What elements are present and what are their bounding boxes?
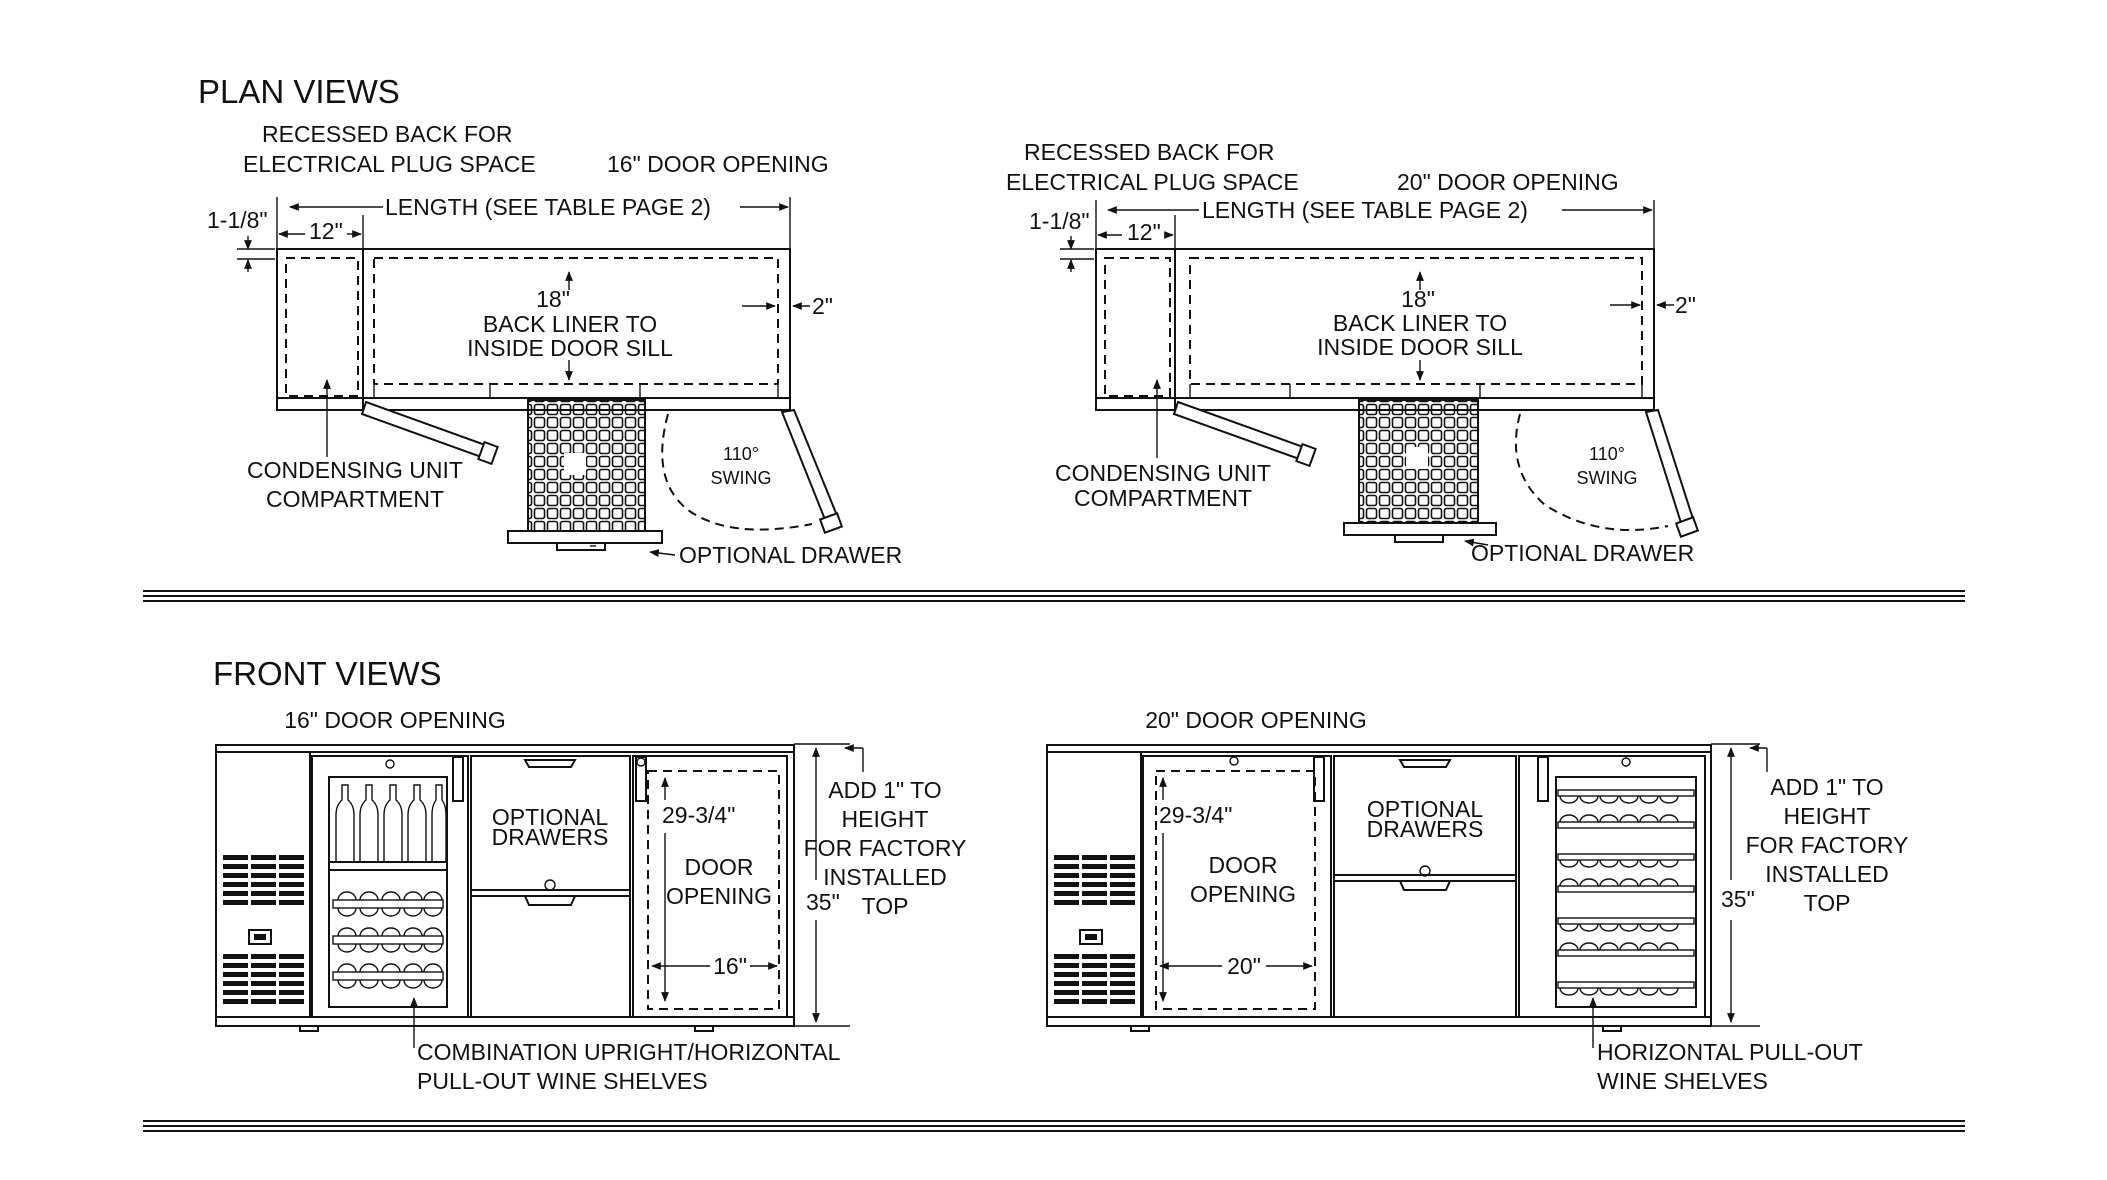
optional-drawers-label-2: DRAWERS xyxy=(492,824,609,850)
condenser-louver xyxy=(1054,853,1135,1005)
add-height-label-4: INSTALLED xyxy=(823,864,947,890)
door-swing-arc xyxy=(1514,413,1669,531)
swing-angle-label: 110° xyxy=(1589,444,1625,464)
optional-drawers-label-2: DRAWERS xyxy=(1367,816,1484,842)
optional-drawer xyxy=(527,399,646,533)
condensing-unit-label: CONDENSING UNIT xyxy=(1055,460,1271,486)
door-handle xyxy=(1537,756,1549,802)
condensing-compartment xyxy=(285,257,359,397)
wine-shelves-label-2: PULL-OUT WINE SHELVES xyxy=(417,1068,708,1094)
dim-1-1-8-label: 1-1/8" xyxy=(207,207,268,233)
add-height-label: ADD 1" TO xyxy=(1770,774,1883,800)
swing-label: SWING xyxy=(711,468,772,488)
door-swing-arc xyxy=(661,413,813,531)
dim-12-label: 12" xyxy=(309,218,343,244)
add-height-label-2: HEIGHT xyxy=(842,806,929,832)
back-liner-label-2: INSIDE DOOR SILL xyxy=(1317,334,1523,360)
add-height-label: ADD 1" TO xyxy=(828,777,941,803)
door-label: DOOR xyxy=(1209,852,1278,878)
dim-width-label: 16" xyxy=(713,953,747,979)
dim-12-label: 12" xyxy=(1127,219,1161,245)
dim-29-label: 29-3/4" xyxy=(662,802,735,828)
dim-35-label: 35" xyxy=(1721,886,1755,912)
open-door-panel-right xyxy=(780,408,840,524)
swing-label: SWING xyxy=(1577,468,1638,488)
door-opening-label: 16" DOOR OPENING xyxy=(284,707,506,733)
plan-view-left: RECESSED BACK FOR ELECTRICAL PLUG SPACE … xyxy=(207,121,902,568)
section-divider-bottom xyxy=(143,1120,1965,1132)
horizontal-wine-shelves xyxy=(332,891,444,989)
optional-drawers-label: OPTIONAL xyxy=(492,804,609,830)
condensing-unit-label-2: COMPARTMENT xyxy=(266,486,444,512)
dim-width-label: 20" xyxy=(1227,953,1261,979)
cabinet-front-outline xyxy=(1046,744,1712,1027)
glass-door xyxy=(1518,755,1706,1018)
dim-29-label: 29-3/4" xyxy=(1159,802,1232,828)
door-opening-label: 20" DOOR OPENING xyxy=(1145,707,1367,733)
length-dimension-label: LENGTH (SEE TABLE PAGE 2) xyxy=(1202,197,1528,223)
inner-liner xyxy=(1189,257,1643,385)
condensing-compartment xyxy=(1104,257,1171,397)
add-height-label-4: INSTALLED xyxy=(1765,861,1889,887)
plan-view-right: RECESSED BACK FOR ELECTRICAL PLUG SPACE … xyxy=(1006,139,1700,566)
dim-2-label: 2" xyxy=(812,293,833,319)
optional-drawer-label: OPTIONAL DRAWER xyxy=(1471,540,1694,566)
add-height-label-5: TOP xyxy=(1804,890,1851,916)
section-divider-top xyxy=(143,590,1965,602)
condenser-louver xyxy=(223,853,304,1005)
recessed-back-label-2: ELECTRICAL PLUG SPACE xyxy=(243,151,536,177)
front-views-header: FRONT VIEWS xyxy=(213,655,442,692)
add-height-label-5: TOP xyxy=(862,893,909,919)
dim-18-label: 18" xyxy=(536,286,570,312)
back-liner-label: BACK LINER TO xyxy=(483,311,657,337)
solid-door xyxy=(1142,755,1332,1018)
wine-shelves-label: HORIZONTAL PULL-OUT xyxy=(1597,1039,1863,1065)
length-dimension-label: LENGTH (SEE TABLE PAGE 2) xyxy=(385,194,711,220)
recessed-back-label: RECESSED BACK FOR xyxy=(1024,139,1275,165)
inner-liner xyxy=(373,257,779,385)
optional-drawers-label: OPTIONAL xyxy=(1367,796,1484,822)
condensing-unit-label-2: COMPARTMENT xyxy=(1074,485,1252,511)
door-opening-label: 20" DOOR OPENING xyxy=(1397,169,1619,195)
optional-drawers-panel xyxy=(1333,755,1517,1018)
add-height-label-3: FOR FACTORY xyxy=(1746,832,1909,858)
door-opening-inner-label: OPENING xyxy=(666,883,772,909)
optional-drawer-label: OPTIONAL DRAWER xyxy=(679,542,902,568)
solid-door xyxy=(632,755,788,1018)
dim-2-label: 2" xyxy=(1675,292,1696,318)
open-door-panel-right xyxy=(1644,408,1696,528)
door-handle xyxy=(635,756,647,802)
add-height-label-2: HEIGHT xyxy=(1784,803,1871,829)
recessed-back-label-2: ELECTRICAL PLUG SPACE xyxy=(1006,169,1299,195)
glass-door xyxy=(311,755,469,1018)
door-handle xyxy=(452,756,464,802)
dim-35-label: 35" xyxy=(806,889,840,915)
dim-18-label: 18" xyxy=(1401,286,1435,312)
back-liner-label-2: INSIDE DOOR SILL xyxy=(467,335,673,361)
back-liner-label: BACK LINER TO xyxy=(1333,310,1507,336)
swing-angle-label: 110° xyxy=(723,444,759,464)
door-opening-inner-label: OPENING xyxy=(1190,881,1296,907)
add-height-label-3: FOR FACTORY xyxy=(804,835,967,861)
horizontal-wine-shelves xyxy=(1557,789,1695,996)
door-opening-outline xyxy=(1155,770,1316,1010)
wine-shelves-label-2: WINE SHELVES xyxy=(1597,1068,1768,1094)
dim-1-1-8-label: 1-1/8" xyxy=(1029,208,1090,234)
wine-shelves-label: COMBINATION UPRIGHT/HORIZONTAL xyxy=(417,1039,841,1065)
cabinet-front-outline xyxy=(215,744,795,1027)
optional-drawers-panel xyxy=(470,755,631,1018)
plan-views-header: PLAN VIEWS xyxy=(198,73,400,110)
upright-bottles xyxy=(329,784,447,871)
front-view-right: 20" DOOR OPENING 29-3/4" DOOR OPENING 20… xyxy=(1046,707,1909,1094)
front-view-left: 16" DOOR OPENING xyxy=(215,707,967,1094)
recessed-back-label: RECESSED BACK FOR xyxy=(262,121,513,147)
door-label: DOOR xyxy=(685,854,754,880)
door-opening-label: 16" DOOR OPENING xyxy=(607,151,829,177)
door-opening-outline xyxy=(647,770,780,1010)
condensing-unit-label: CONDENSING UNIT xyxy=(247,457,463,483)
